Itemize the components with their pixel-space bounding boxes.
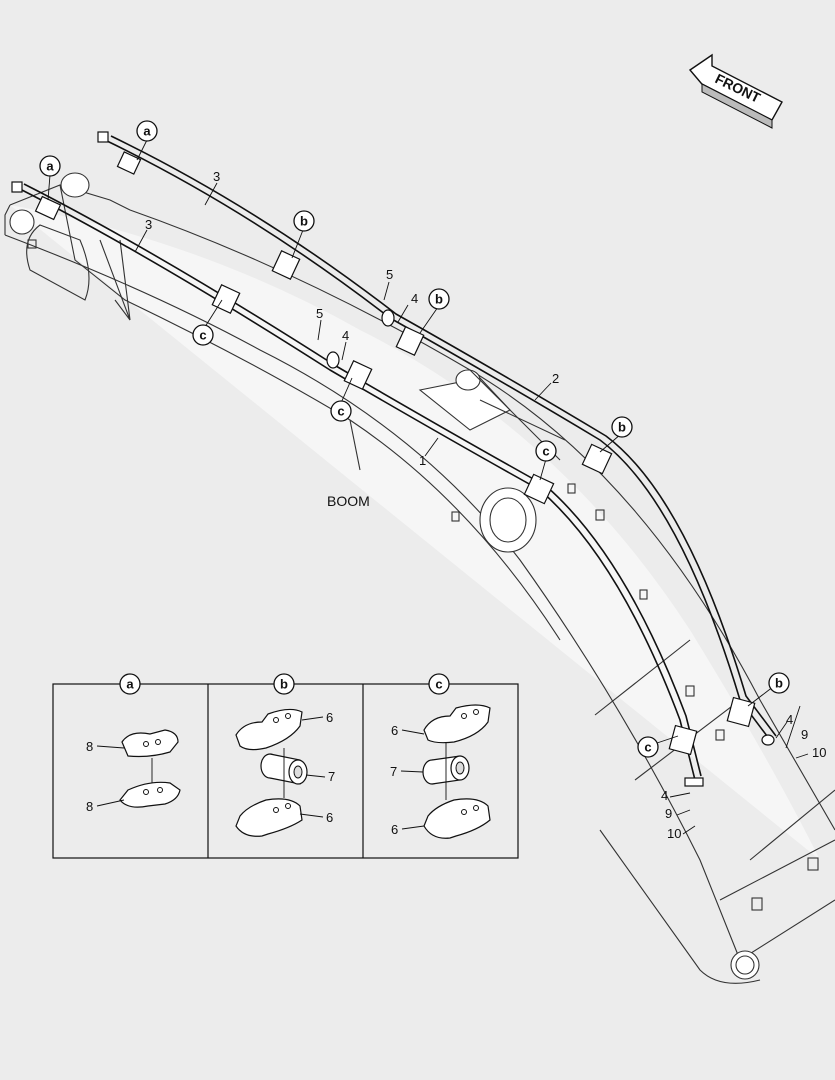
callout-b-1: b bbox=[293, 210, 315, 232]
callout-b-4-label: b bbox=[775, 676, 783, 691]
callout-b-2: b bbox=[428, 288, 450, 310]
part-label-10-right: 10 bbox=[812, 745, 826, 760]
part-label-4-right: 4 bbox=[786, 712, 793, 727]
boom-label: BOOM bbox=[327, 493, 370, 509]
front-arrow-icon: FRONT bbox=[688, 53, 783, 129]
callout-b-3: b bbox=[611, 416, 633, 438]
part-label-4-upper: 4 bbox=[411, 291, 418, 306]
detail-view-b: b 6 7 6 bbox=[235, 673, 335, 837]
callout-a-1: a bbox=[136, 120, 158, 142]
callout-c-3: c bbox=[535, 440, 557, 462]
detail-b-label-6-top: 6 bbox=[326, 710, 333, 725]
callout-a-2-label: a bbox=[46, 159, 54, 174]
detail-view-a: a 8 8 bbox=[86, 673, 181, 814]
part-labels-main: 3 3 5 4 5 4 2 1 4 9 10 4 9 10 BOOM bbox=[145, 169, 826, 841]
detail-a-label-8-bottom: 8 bbox=[86, 799, 93, 814]
part-label-3-upper: 3 bbox=[213, 169, 220, 184]
detail-c-label-6-bottom: 6 bbox=[391, 822, 398, 837]
leader-lines bbox=[47, 139, 809, 835]
detail-b-label-6-bottom: 6 bbox=[326, 810, 333, 825]
callout-c-4-label: c bbox=[644, 740, 651, 755]
detail-c-label-7: 7 bbox=[390, 764, 397, 779]
callouts-main: a a b b b b c c bbox=[39, 120, 790, 758]
part-label-5-upper: 5 bbox=[386, 267, 393, 282]
pipe-clamps bbox=[11, 131, 775, 787]
detail-b-label-7: 7 bbox=[328, 769, 335, 784]
hydraulic-pipes bbox=[17, 135, 777, 781]
part-label-5-lower: 5 bbox=[316, 306, 323, 321]
part-label-3-lower: 3 bbox=[145, 217, 152, 232]
part-label-1: 1 bbox=[419, 453, 426, 468]
part-label-4-lower: 4 bbox=[342, 328, 349, 343]
callout-c-1: c bbox=[192, 324, 214, 346]
detail-c-label-6-top: 6 bbox=[391, 723, 398, 738]
callout-b-2-label: b bbox=[435, 292, 443, 307]
detail-a-callout: a bbox=[126, 677, 134, 692]
detail-c-callout: c bbox=[435, 677, 442, 692]
callout-c-4: c bbox=[637, 736, 659, 758]
part-label-9-left: 9 bbox=[665, 806, 672, 821]
callout-c-1-label: c bbox=[199, 328, 206, 343]
callout-a-2: a bbox=[39, 155, 61, 177]
detail-b-callout: b bbox=[280, 677, 288, 692]
part-label-10-left: 10 bbox=[667, 826, 681, 841]
callout-c-2-label: c bbox=[337, 404, 344, 419]
callout-b-4: b bbox=[768, 672, 790, 694]
boom-body bbox=[4, 172, 835, 984]
part-label-4-left: 4 bbox=[661, 788, 668, 803]
part-label-9-right: 9 bbox=[801, 727, 808, 742]
callout-b-1-label: b bbox=[300, 214, 308, 229]
part-label-2: 2 bbox=[552, 371, 559, 386]
callout-a-1-label: a bbox=[143, 124, 151, 139]
detail-view-c: c 6 7 6 bbox=[390, 673, 491, 839]
callout-c-2: c bbox=[330, 400, 352, 422]
detail-views: a 8 8 b bbox=[52, 673, 519, 859]
detail-a-label-8-top: 8 bbox=[86, 739, 93, 754]
callout-c-3-label: c bbox=[542, 444, 549, 459]
callout-b-3-label: b bbox=[618, 420, 626, 435]
